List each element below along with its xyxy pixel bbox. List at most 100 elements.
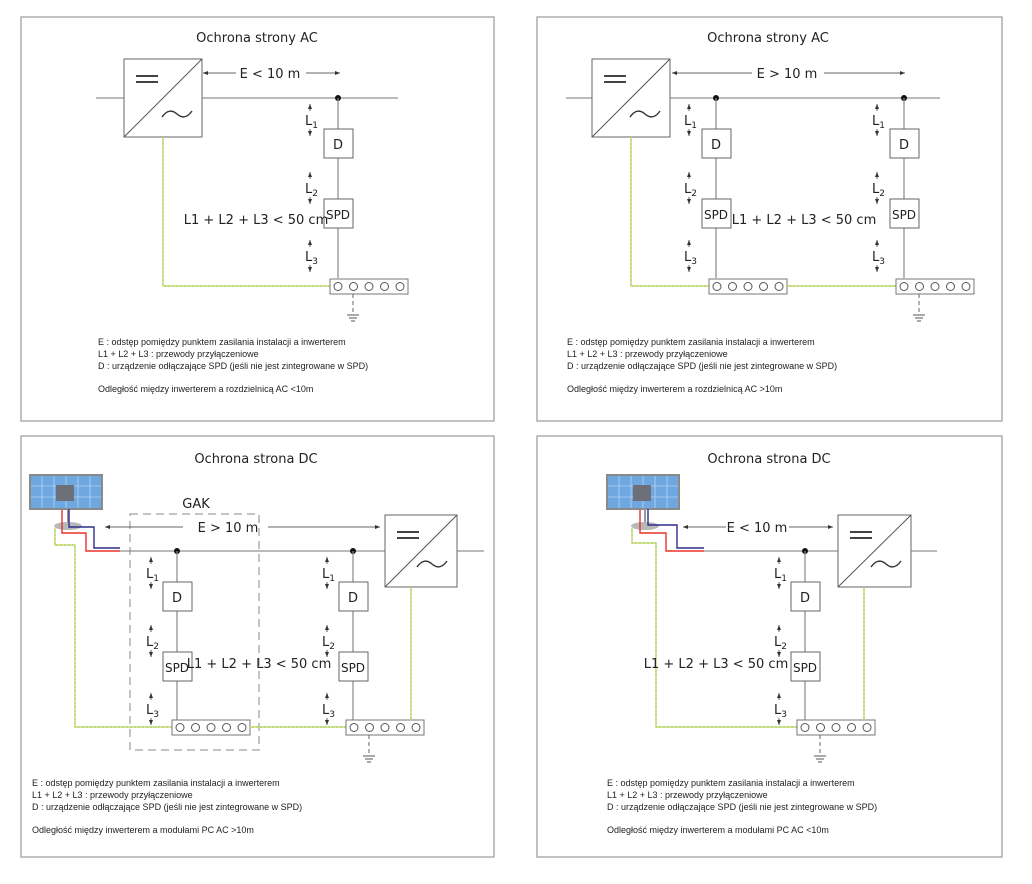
length-marker-l1: L1 (305, 104, 318, 136)
note-d-definition: D : urządzenie odłączające SPD (jeśli ni… (98, 361, 368, 371)
length-label-sub: 2 (879, 189, 885, 199)
note-distance-summary: Odległość między inwerterem a modułami P… (607, 825, 829, 835)
arrow-down-icon (308, 267, 312, 272)
length-label-sub: 3 (781, 710, 787, 720)
note-l-definition: L1 + L2 + L3 : przewody przyłączeniowe (567, 349, 728, 359)
length-label-sub: 3 (879, 257, 885, 267)
length-label: L1 (872, 114, 885, 131)
legend-notes: E : odstęp pomiędzy punktem zasilania in… (607, 778, 877, 835)
arrow-up-icon (308, 240, 312, 245)
length-label-sub: 2 (312, 189, 318, 199)
dc-positive-wire (639, 510, 704, 552)
disconnector-label: D (899, 138, 909, 153)
terminal-screw (380, 723, 390, 732)
length-marker-l3: L3 (774, 693, 787, 725)
earth-terminal-bar (171, 719, 251, 736)
arrow-down-icon (777, 652, 781, 657)
length-label-sub: 2 (153, 642, 159, 652)
arrow-up-icon (687, 104, 691, 109)
arrow-left-icon (203, 71, 208, 75)
length-label-main: L (305, 250, 313, 265)
length-label-main: L (774, 635, 782, 650)
distance-dimension: E < 10 m (203, 67, 340, 82)
gak-label: GAK (182, 497, 210, 512)
length-marker-l3: L3 (305, 240, 318, 272)
terminal-screw (222, 723, 231, 732)
arrow-down-icon (777, 584, 781, 589)
arrow-down-icon (308, 131, 312, 136)
arrow-right-icon (335, 71, 340, 75)
note-l-definition: L1 + L2 + L3 : przewody przyłączeniowe (98, 349, 259, 359)
inverter-icon (123, 58, 203, 138)
terminal-screw (364, 282, 374, 291)
arrow-down-icon (777, 720, 781, 725)
length-sum-label: L1 + L2 + L3 < 50 cm (184, 213, 329, 228)
arrow-up-icon (325, 557, 329, 562)
dc-positive-wire (61, 510, 120, 552)
inverter-diagonal (123, 58, 203, 138)
spd-label: SPD (704, 208, 728, 222)
spd-label: SPD (326, 208, 350, 222)
solar-panel-icon (29, 474, 103, 530)
length-label-sub: 2 (781, 642, 787, 652)
arrow-down-icon (325, 584, 329, 589)
length-label: L1 (774, 567, 787, 584)
inverter-icon (591, 58, 671, 138)
length-marker-l2: L2 (146, 625, 159, 657)
earth-wire-inverter-stripe (162, 137, 330, 287)
length-label: L2 (146, 635, 159, 652)
panel-mount-base (54, 522, 82, 530)
earth-terminal-bar (329, 278, 409, 322)
solar-panel-icon (606, 474, 680, 530)
arrow-up-icon (875, 172, 879, 177)
terminal-screw (712, 282, 722, 291)
length-label-sub: 3 (691, 257, 697, 267)
length-label: L1 (684, 114, 697, 131)
length-label: L3 (146, 703, 159, 720)
dc-negative-wire (68, 509, 120, 549)
arrow-down-icon (149, 652, 153, 657)
arrow-up-icon (687, 240, 691, 245)
ac-wave-symbol (629, 110, 661, 118)
length-marker-l2: L2 (305, 172, 318, 204)
terminal-screw (961, 282, 971, 291)
arrow-up-icon (149, 625, 153, 630)
panel-title: Ochrona strona DC (707, 452, 830, 467)
length-label-sub: 3 (312, 257, 318, 267)
ac-wave-symbol (416, 560, 448, 568)
length-label-sub: 3 (153, 710, 159, 720)
disconnector-box (323, 128, 354, 159)
spd-label: SPD (892, 208, 916, 222)
panel-frame (20, 16, 495, 422)
earth-wire-panel-stripe (631, 528, 797, 728)
distance-dimension: E < 10 m (683, 521, 833, 536)
length-label: L2 (774, 635, 787, 652)
disconnector-label: D (800, 591, 810, 606)
distance-label: E < 10 m (240, 67, 301, 82)
inverter-icon (384, 514, 458, 588)
length-label-main: L (305, 182, 313, 197)
terminal-screw (349, 723, 359, 732)
arrow-down-icon (149, 584, 153, 589)
arrow-up-icon (875, 104, 879, 109)
terminal-screw (191, 723, 200, 732)
arrow-down-icon (687, 131, 691, 136)
length-label-main: L (774, 703, 782, 718)
length-label-main: L (684, 182, 692, 197)
length-marker-l2: L2 (872, 172, 885, 204)
arrow-down-icon (325, 720, 329, 725)
arrow-up-icon (149, 693, 153, 698)
earth-wire-inverter-stripe (630, 137, 709, 287)
arrow-up-icon (687, 172, 691, 177)
length-label: L2 (322, 635, 335, 652)
arrow-down-icon (687, 199, 691, 204)
distance-label: E < 10 m (727, 521, 788, 536)
panel-title: Ochrona strony AC (707, 31, 829, 46)
length-label: L1 (146, 567, 159, 584)
length-label-main: L (684, 250, 692, 265)
arrow-up-icon (325, 625, 329, 630)
note-d-definition: D : urządzenie odłączające SPD (jeśli ni… (607, 802, 877, 812)
